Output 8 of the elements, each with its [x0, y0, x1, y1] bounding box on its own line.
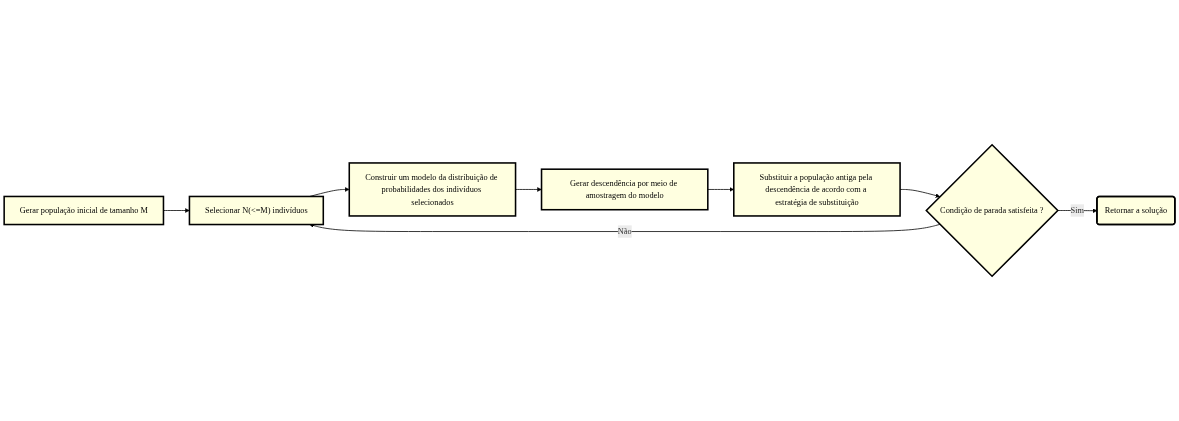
- node-box: Substituir a população antiga pela descendência de acordo com a estratégia de substituição: [733, 162, 901, 217]
- node-diamond: Condição de parada satisfeita ?: [925, 143, 1059, 278]
- node-box: Selecionar N(<=M) indivíduos: [188, 195, 325, 226]
- edge-label: Não: [617, 226, 632, 236]
- node-box: Gerar descendência por meio de amostragem do modelo: [540, 168, 709, 211]
- edge-label: Sim: [1070, 205, 1084, 215]
- node-box: Gerar população inicial de tamanho M: [3, 195, 165, 226]
- node-box: Construir um modelo da distribuição de probabilidades dos indivíduos selecionados: [348, 162, 517, 217]
